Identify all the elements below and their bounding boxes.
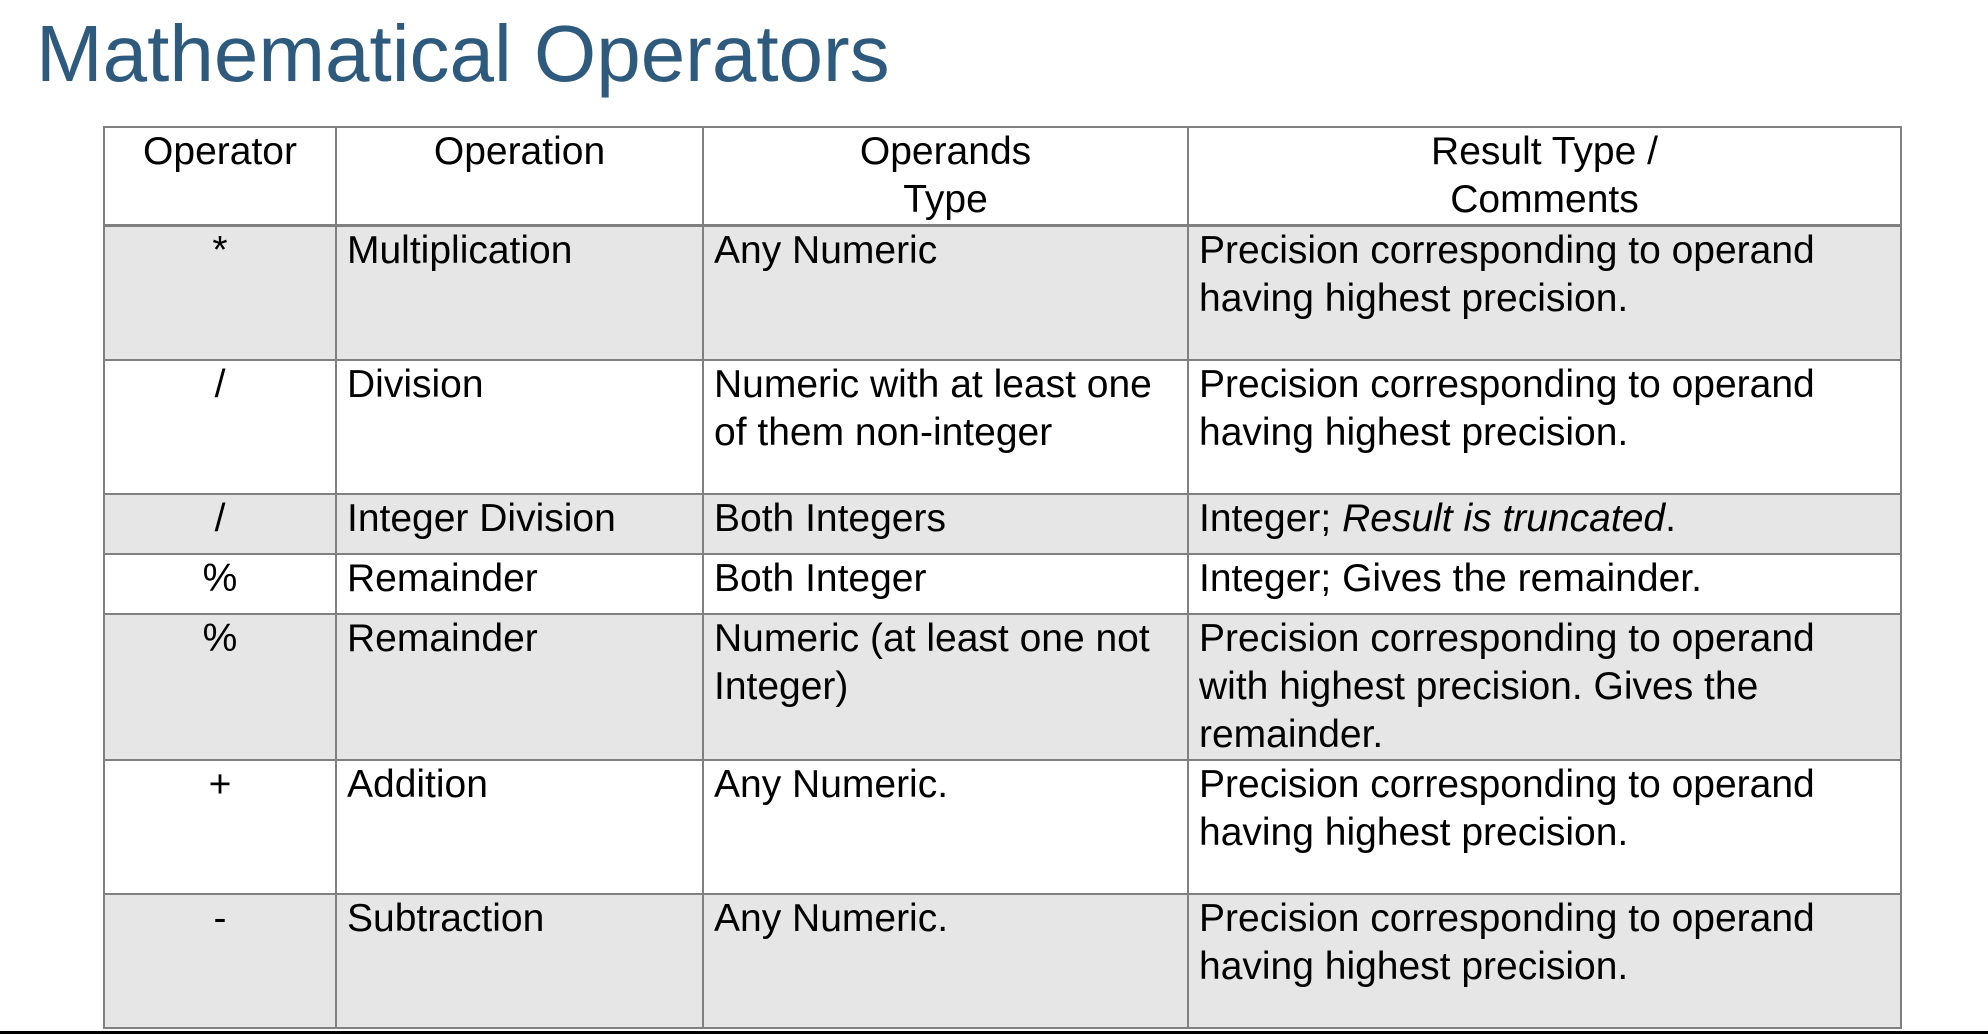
result-prefix: Integer;: [1199, 497, 1343, 540]
header-result-type: Result Type / Comments: [1187, 126, 1902, 227]
result-cell: Integer; Result is truncated.: [1187, 493, 1902, 555]
operands-cell: Both Integers: [702, 493, 1189, 555]
result-cell: Precision corresponding to operand havin…: [1187, 893, 1902, 1029]
operation-cell: Multiplication: [335, 224, 704, 361]
header-result-line1: Result Type /: [1431, 130, 1658, 173]
operands-cell: Numeric (at least one not Integer): [702, 613, 1189, 761]
result-cell: Precision corresponding to operand with …: [1187, 613, 1902, 761]
operands-cell: Numeric with at least one of them non-in…: [702, 359, 1189, 495]
header-operands-line1: Operands: [859, 130, 1032, 173]
operands-cell: Both Integer: [702, 553, 1189, 615]
operation-cell: Integer Division: [335, 493, 704, 555]
result-cell: Precision corresponding to operand havin…: [1187, 224, 1902, 361]
operands-cell: Any Numeric.: [702, 893, 1189, 1029]
operator-cell: /: [103, 359, 337, 495]
header-operands-line2: Type: [903, 178, 988, 221]
result-cell: Integer; Gives the remainder.: [1187, 553, 1902, 615]
operation-cell: Addition: [335, 759, 704, 895]
header-operation: Operation: [335, 126, 704, 227]
operation-cell: Remainder: [335, 613, 704, 761]
result-cell: Precision corresponding to operand havin…: [1187, 359, 1902, 495]
header-operator: Operator: [103, 126, 337, 227]
table-row: - Subtraction Any Numeric. Precision cor…: [103, 893, 1902, 1029]
table-row: / Division Numeric with at least one of …: [103, 359, 1902, 495]
result-italic-note: Result is truncated: [1342, 497, 1666, 540]
table-row: % Remainder Numeric (at least one not In…: [103, 613, 1902, 761]
page-title: Mathematical Operators: [36, 9, 890, 98]
operands-cell: Any Numeric: [702, 224, 1189, 361]
operator-cell: *: [103, 224, 337, 361]
header-result-line2: Comments: [1450, 178, 1639, 221]
result-cell: Precision corresponding to operand havin…: [1187, 759, 1902, 895]
operator-cell: /: [103, 493, 337, 555]
table-row: * Multiplication Any Numeric Precision c…: [103, 224, 1902, 361]
operator-cell: %: [103, 613, 337, 761]
bottom-divider: [0, 1031, 1988, 1034]
operation-cell: Remainder: [335, 553, 704, 615]
operation-cell: Subtraction: [335, 893, 704, 1029]
table-row: % Remainder Both Integer Integer; Gives …: [103, 553, 1902, 615]
table-row: + Addition Any Numeric. Precision corres…: [103, 759, 1902, 895]
operation-cell: Division: [335, 359, 704, 495]
operator-cell: -: [103, 893, 337, 1029]
table-row: / Integer Division Both Integers Integer…: [103, 493, 1902, 555]
operator-cell: %: [103, 553, 337, 615]
operator-cell: +: [103, 759, 337, 895]
operands-cell: Any Numeric.: [702, 759, 1189, 895]
result-suffix: .: [1665, 497, 1676, 540]
